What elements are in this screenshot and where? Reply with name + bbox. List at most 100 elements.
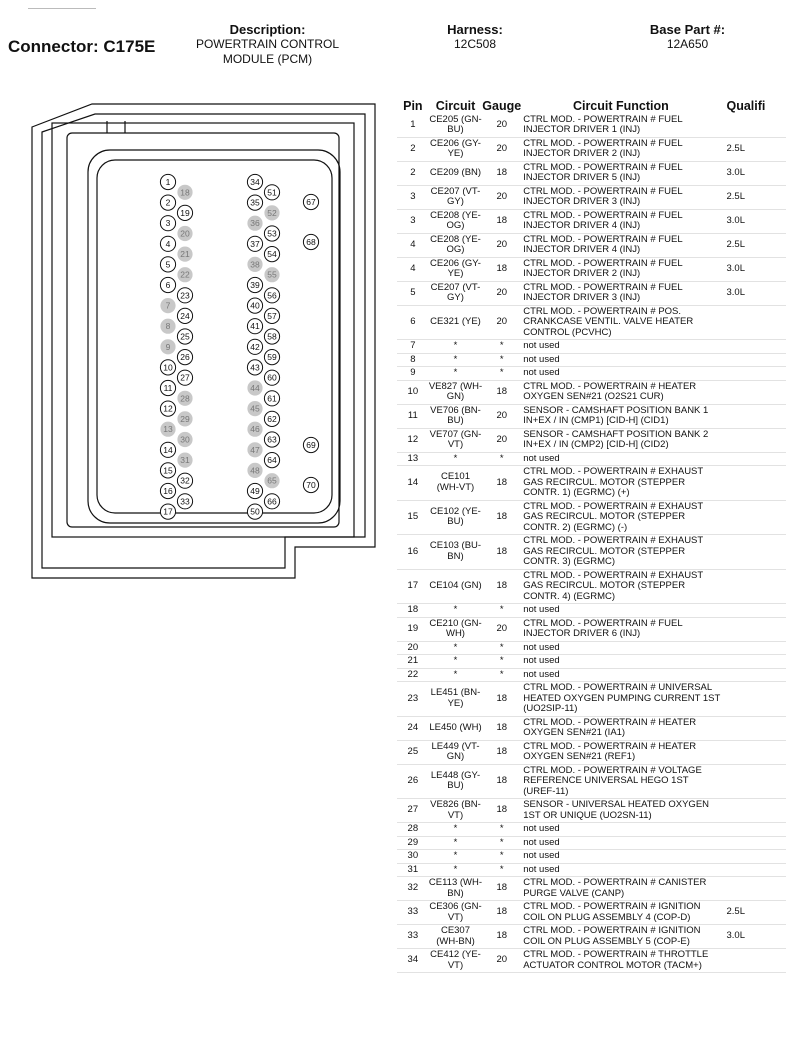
- connector-pin-31: 31: [177, 452, 193, 468]
- gauge-cell: 20: [482, 113, 522, 138]
- gauge-cell: 18: [482, 161, 522, 186]
- gauge-cell: *: [482, 366, 522, 381]
- circuit-cell: VE827 (WH-GN): [428, 380, 483, 405]
- connector-pin-33: 33: [176, 493, 194, 510]
- pin-number: 28: [180, 393, 190, 403]
- base-part-value: 12A650: [666, 37, 709, 51]
- pin-cell: 11: [397, 404, 429, 429]
- pin-circle: [246, 235, 264, 252]
- qualifier-cell: [720, 569, 786, 604]
- table-row: 29**not used: [397, 836, 786, 850]
- pin-circle: [159, 503, 177, 520]
- pin-circle: [176, 493, 194, 510]
- pin-number: 3: [166, 218, 171, 228]
- circuit-cell: *: [428, 366, 483, 381]
- function-cell: CTRL MOD. - POWERTRAIN # HEATER OXYGEN S…: [521, 740, 721, 765]
- gauge-cell: 18: [482, 534, 522, 570]
- pin-circle: [263, 369, 281, 386]
- table-row: 21**not used: [397, 654, 786, 669]
- description-block: Description: POWERTRAIN CONTROL MODULE (…: [185, 22, 350, 67]
- pin-cell: 17: [397, 569, 429, 604]
- pin-circle: [264, 473, 280, 489]
- pin-number: 4: [166, 239, 171, 249]
- pin-cell: 21: [397, 654, 429, 669]
- connector-pin-25: 25: [176, 328, 194, 345]
- pin-number: 16: [163, 486, 173, 496]
- pin-number: 30: [180, 435, 190, 445]
- gauge-cell: 20: [482, 137, 522, 162]
- connector-pin-22: 22: [177, 267, 193, 283]
- pin-number: 61: [267, 393, 277, 403]
- pin-circle: [263, 307, 281, 324]
- function-cell: CTRL MOD. - POWERTRAIN # THROTTLE ACTUAT…: [521, 948, 721, 973]
- connector-pin-55: 55: [264, 267, 280, 283]
- gauge-cell: 20: [482, 281, 522, 306]
- connector-pin-41: 41: [246, 318, 264, 335]
- function-cell: not used: [521, 822, 721, 837]
- circuit-cell: CE206 (GY-YE): [428, 257, 483, 282]
- circuit-cell: LE449 (VT-GN): [428, 740, 483, 765]
- connector-pin-37: 37: [246, 235, 264, 252]
- connector-pin-43: 43: [246, 359, 264, 376]
- table-row: 31**not used: [397, 863, 786, 877]
- connector-pin-28: 28: [177, 390, 193, 406]
- connector-pin-69: 69: [302, 436, 320, 454]
- gauge-cell: *: [482, 353, 522, 367]
- pin-number: 64: [267, 455, 277, 465]
- function-cell: not used: [521, 603, 721, 618]
- function-cell: not used: [521, 641, 721, 655]
- circuit-cell: LE450 (WH): [428, 716, 483, 741]
- pin-number: 65: [267, 476, 277, 486]
- pin-number: 59: [267, 352, 277, 362]
- pin-circle: [159, 379, 177, 397]
- table-row: 28**not used: [397, 822, 786, 837]
- circuit-cell: *: [428, 654, 483, 669]
- pin-cell: 33: [397, 924, 429, 949]
- gauge-cell: *: [482, 654, 522, 669]
- circuit-cell: CE207 (VT-GY): [428, 185, 483, 210]
- connector-pin-44: 44: [247, 380, 263, 396]
- pin-cell: 20: [397, 641, 429, 655]
- qualifier-cell: [720, 534, 786, 570]
- gauge-cell: 18: [482, 716, 522, 741]
- qualifier-cell: [720, 849, 786, 864]
- pin-number: 44: [250, 383, 260, 393]
- function-cell: not used: [521, 863, 721, 877]
- pin-circle: [177, 452, 193, 468]
- pin-number: 29: [180, 414, 190, 424]
- connector-pin-23: 23: [176, 287, 194, 304]
- circuit-cell: VE706 (BN-BU): [428, 404, 483, 429]
- connector-pin-35: 35: [246, 194, 264, 211]
- pin-circle: [246, 359, 264, 376]
- pin-cell: 10: [397, 380, 429, 405]
- pin-circle: [247, 380, 263, 396]
- pin-circle: [176, 307, 194, 324]
- pin-number: 54: [267, 249, 277, 259]
- pin-circle: [246, 297, 264, 314]
- pin-number: 57: [267, 311, 277, 321]
- qualifier-cell: [720, 452, 786, 466]
- connector-pin-9: 9: [160, 339, 176, 355]
- qualifier-cell: [720, 617, 786, 642]
- pin-cell: 23: [397, 681, 429, 717]
- connector-pin-62: 62: [263, 410, 281, 427]
- connector-pin-65: 65: [264, 473, 280, 489]
- pin-circle: [246, 338, 264, 355]
- connector-pin-4: 4: [159, 235, 177, 252]
- harness-label: Harness:: [447, 22, 503, 37]
- function-cell: CTRL MOD. - POWERTRAIN # EXHAUST GAS REC…: [521, 500, 721, 535]
- pin-cell: 14: [397, 465, 429, 501]
- function-cell: not used: [521, 366, 721, 381]
- pin-number: 5: [166, 259, 171, 269]
- gauge-cell: 18: [482, 209, 522, 234]
- circuit-cell: CE207 (VT-GY): [428, 281, 483, 306]
- pin-number: 31: [180, 455, 190, 465]
- pin-circle: [159, 194, 177, 211]
